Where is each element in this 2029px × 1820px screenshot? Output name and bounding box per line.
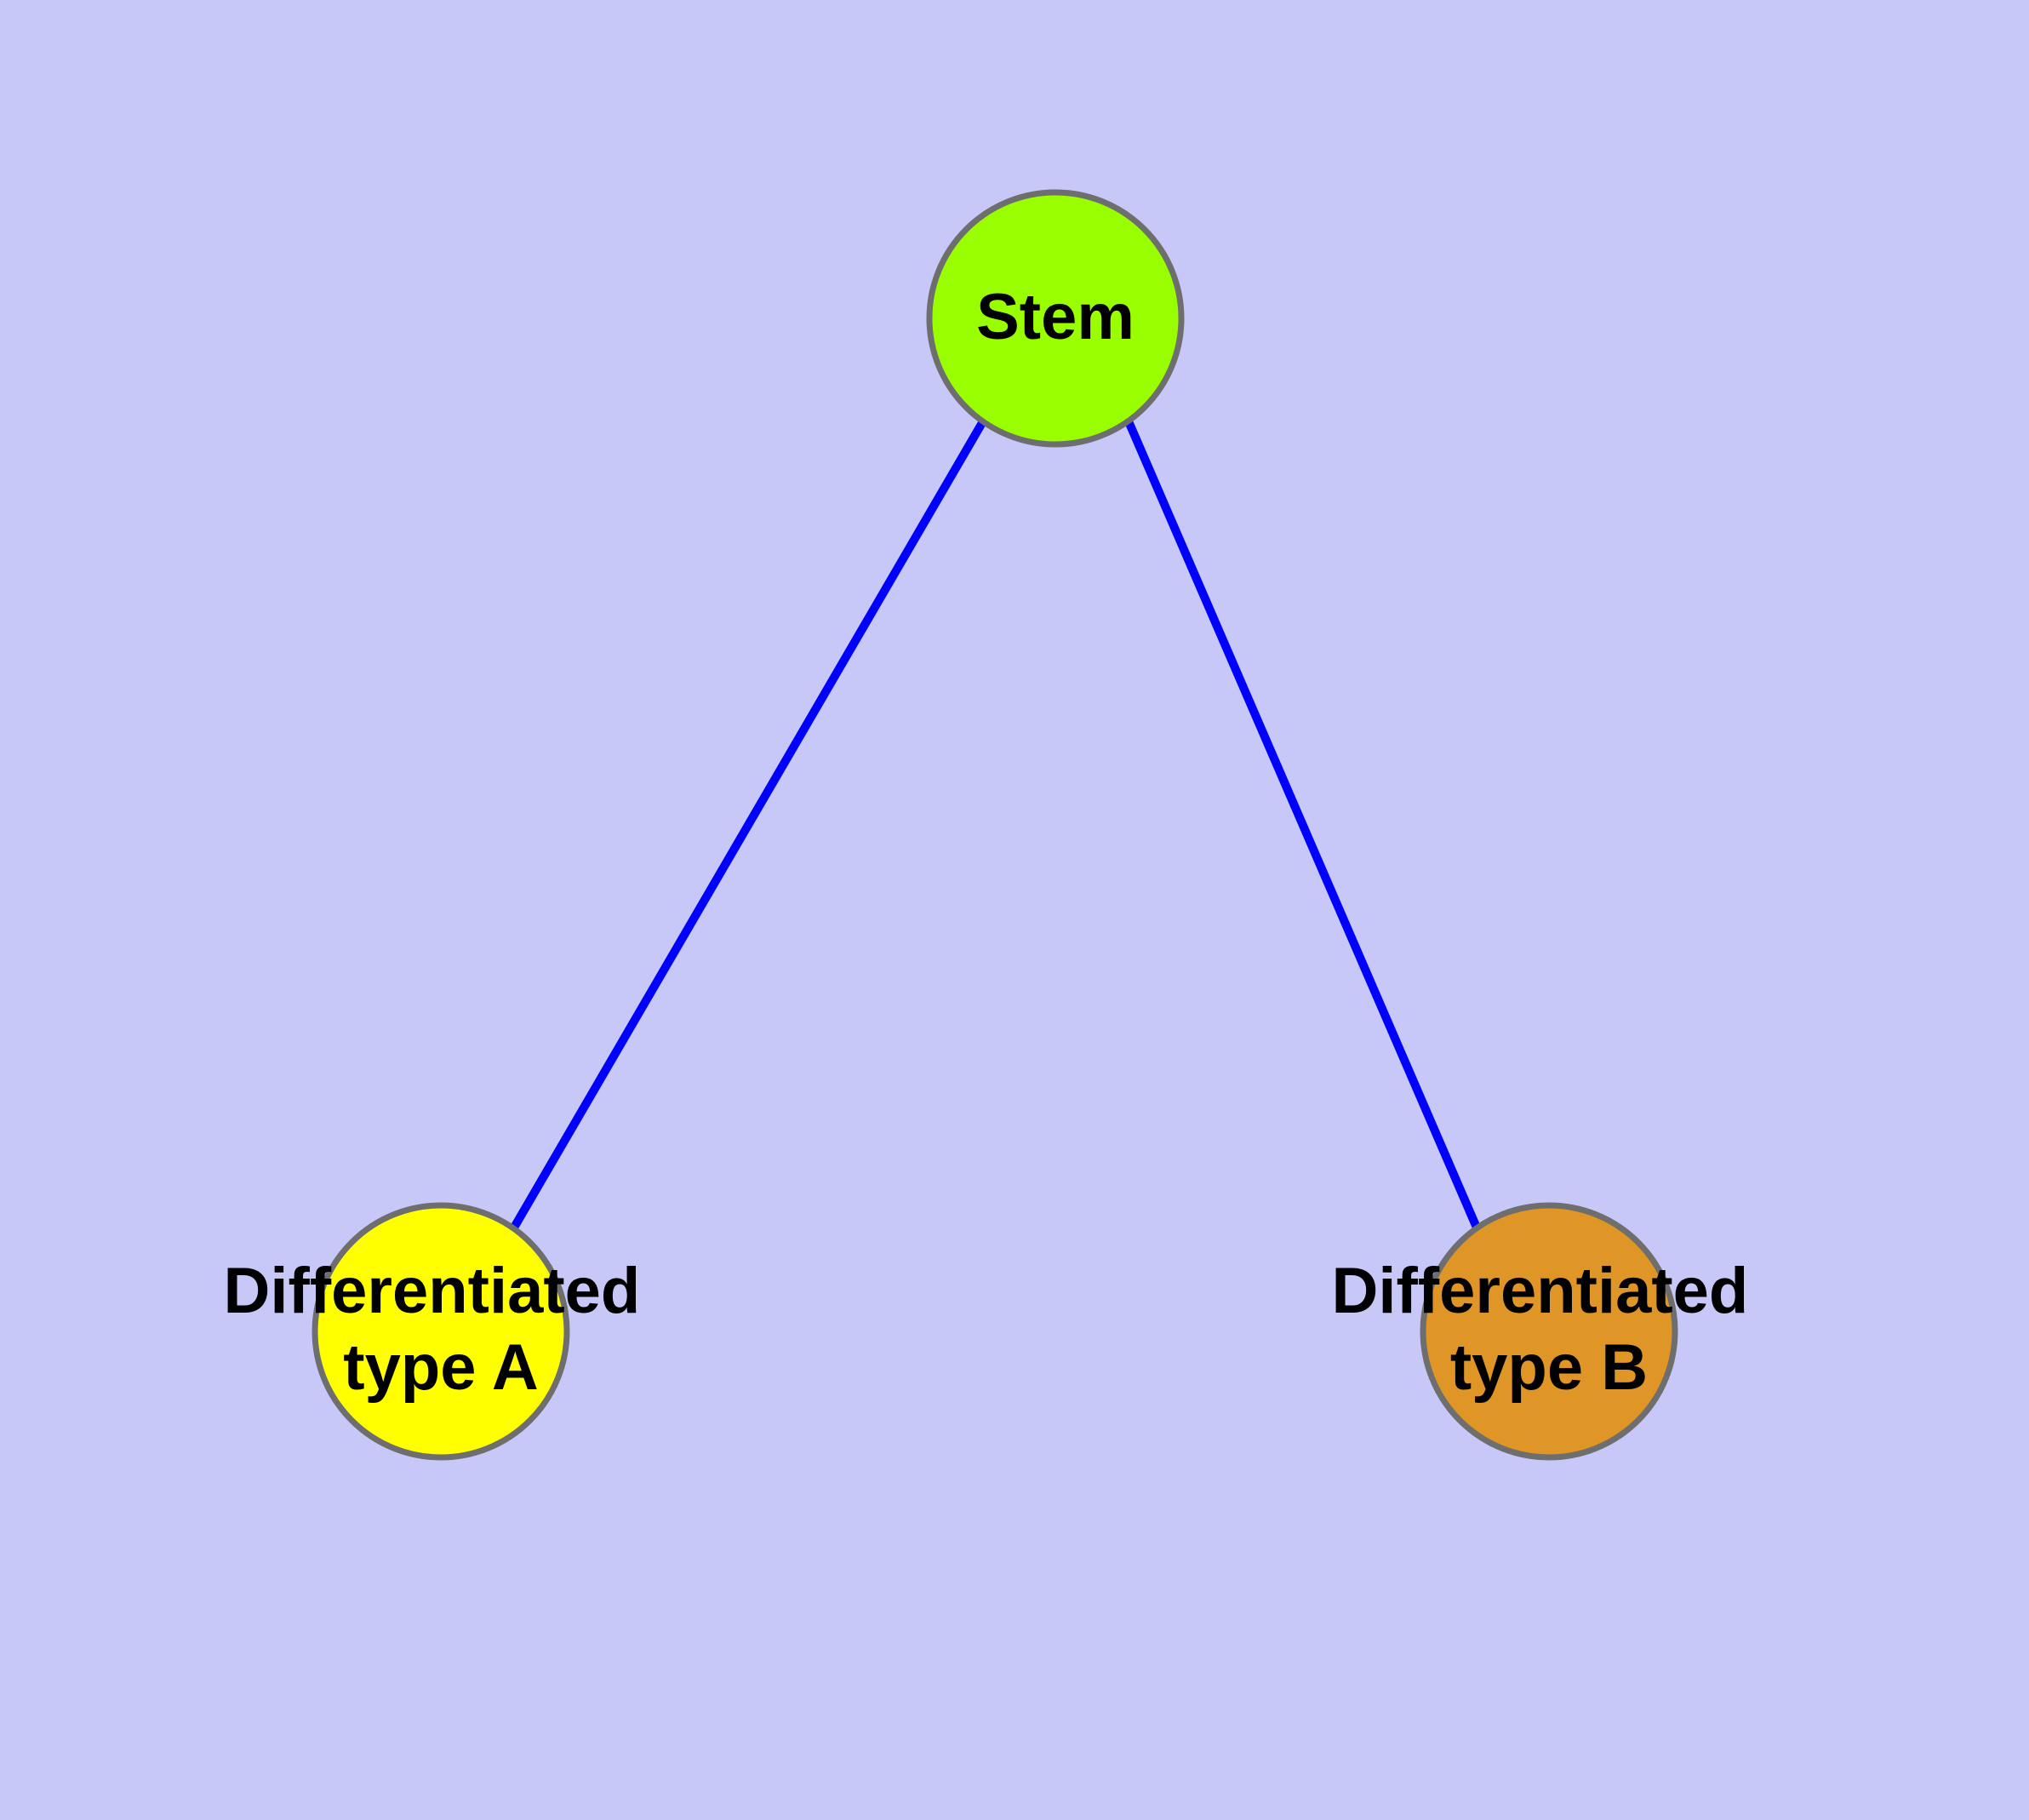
differentiated-type-b-node-label: Differentiated type B — [1332, 1255, 1767, 1404]
differentiated-type-a-node-label: Differentiated type A — [224, 1255, 659, 1404]
node-stem[interactable]: Stem — [926, 189, 1185, 448]
differentiated-type-b-node-circle[interactable] — [1420, 1202, 1678, 1461]
node-differentiated-type-b[interactable]: Differentiated type B — [1332, 1202, 1767, 1461]
differentiated-type-a-node-circle[interactable] — [311, 1202, 570, 1461]
edge-stem-to-differentiated-type-a[interactable] — [510, 419, 987, 1230]
stem-node-label: Stem — [976, 281, 1135, 353]
edge-group — [510, 419, 1481, 1230]
stem-node-circle[interactable] — [926, 189, 1185, 448]
edge-stem-to-differentiated-type-b[interactable] — [1124, 420, 1481, 1229]
node-group: Stem Differentiated type A Differentiate… — [224, 189, 1767, 1461]
node-differentiated-type-a[interactable]: Differentiated type A — [224, 1202, 659, 1461]
